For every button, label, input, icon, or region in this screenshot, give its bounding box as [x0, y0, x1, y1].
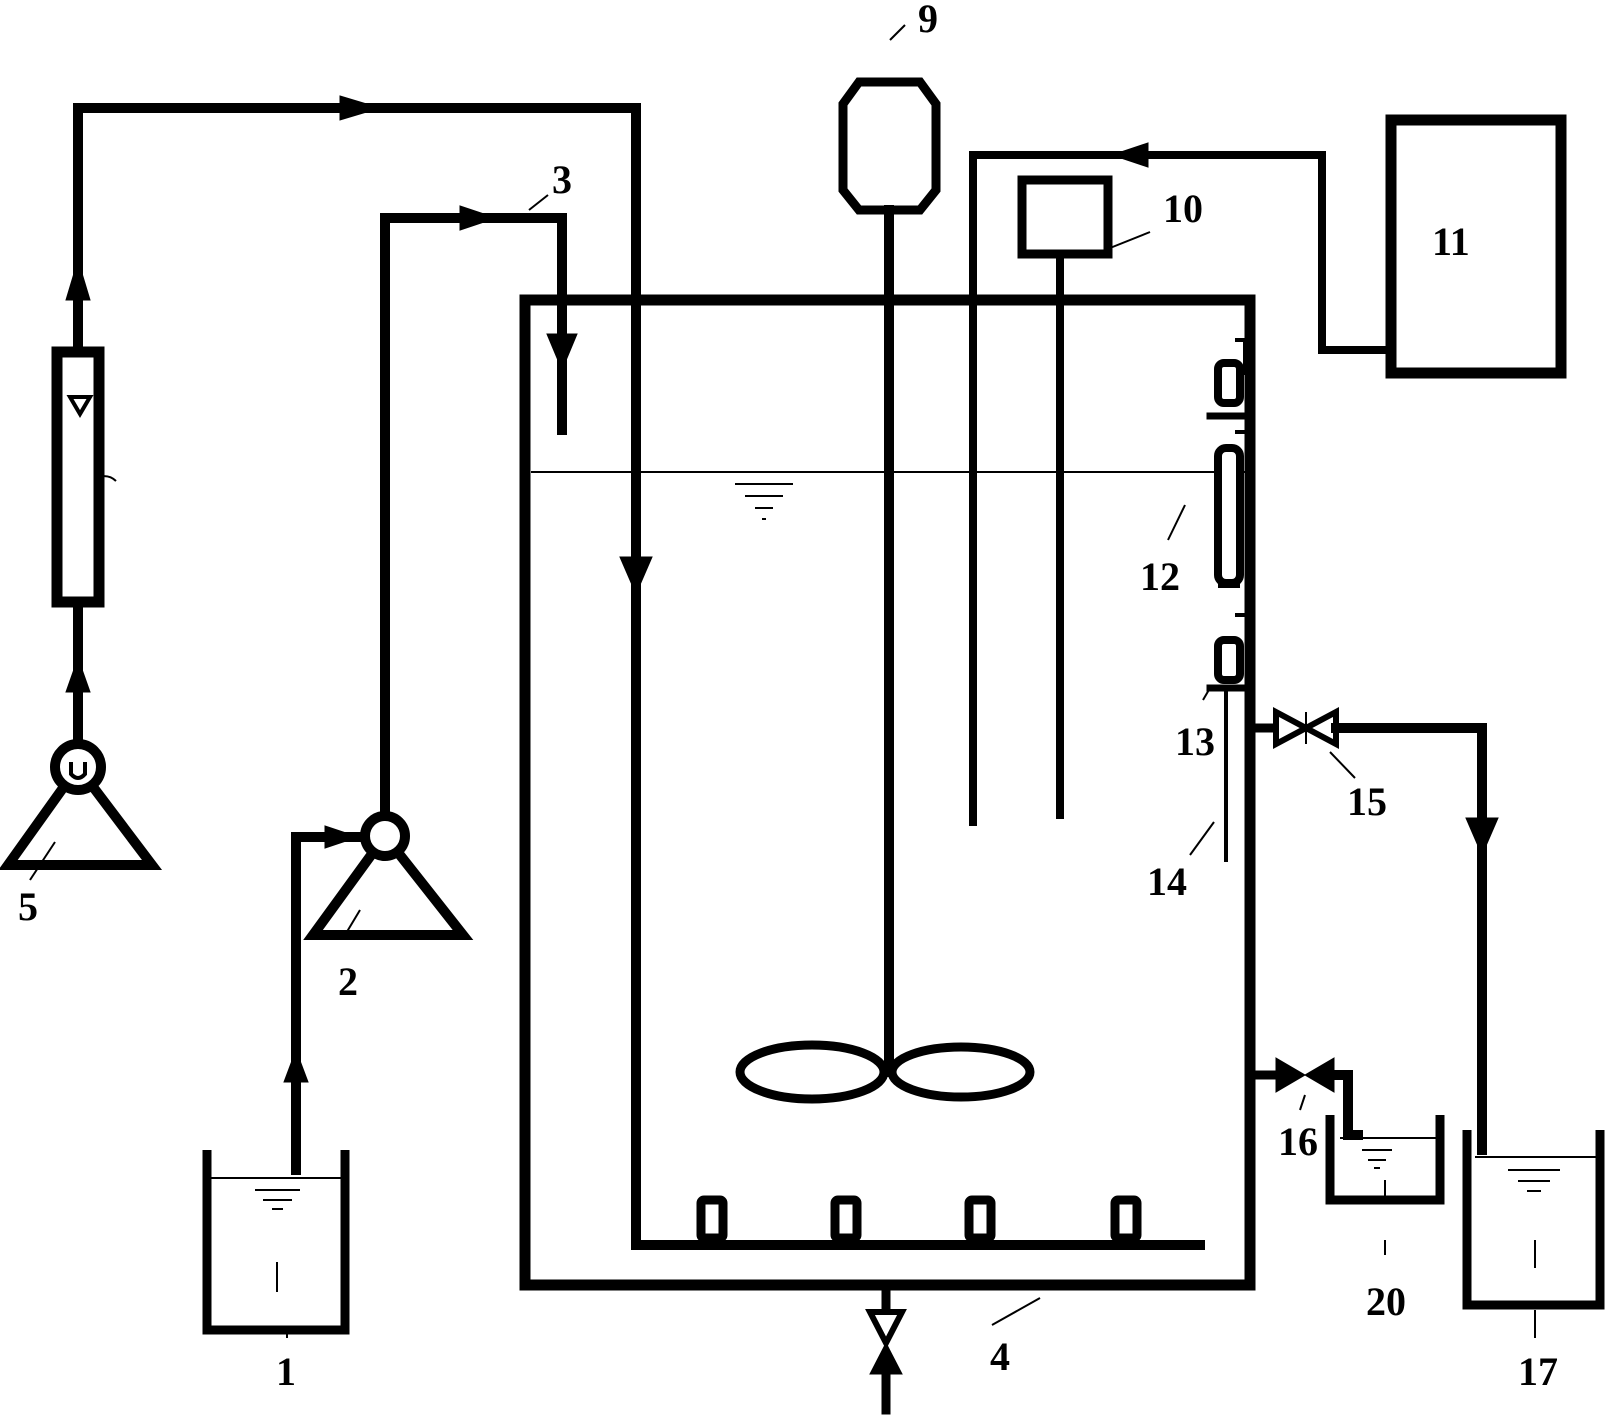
feed-line-arrow-up	[283, 1048, 309, 1083]
stirrer-motor	[838, 77, 941, 215]
air-line-arrow-down	[619, 556, 653, 596]
label-controller-box: 10	[1163, 186, 1203, 231]
effluent-tank-20	[1325, 1115, 1445, 1205]
feed-line-arrow-right-1	[324, 825, 360, 849]
air-diffuser	[631, 1195, 1205, 1250]
sensor-13-body	[1214, 636, 1244, 684]
label-valve-16: 16	[1278, 1119, 1318, 1164]
label-sensor-13: 13	[1175, 719, 1215, 764]
air-flowmeter	[51, 346, 117, 608]
label-valve-15: 15	[1347, 779, 1387, 824]
drain-valve	[865, 1285, 907, 1415]
label-feed-tank: 1	[276, 1349, 296, 1394]
valve-16	[1245, 1057, 1363, 1140]
feed-line-arrow-down	[546, 333, 578, 372]
stirrer-assembly	[735, 77, 1035, 1104]
reactor-water-level-symbol	[735, 483, 793, 520]
feed-tank	[202, 1150, 350, 1335]
label-effluent-tank-20: 20	[1366, 1279, 1406, 1324]
leader-lines	[29, 24, 1536, 1338]
label-feed-pipe: 3	[552, 157, 572, 202]
label-control-unit: 11	[1432, 219, 1470, 264]
air-line-arrow-up-2	[65, 258, 91, 301]
feed-line	[283, 205, 578, 1175]
stirrer-impeller-right	[887, 1042, 1035, 1102]
flowmeter-float-icon	[66, 395, 94, 418]
control-unit	[969, 114, 1567, 826]
feed-line-arrow-right-2	[459, 205, 498, 231]
label-stirrer-motor: 9	[918, 0, 938, 41]
label-air-pump: 5	[18, 884, 38, 929]
valve-15	[1245, 707, 1339, 749]
air-line	[65, 95, 653, 1250]
overflow-line-arrow-down	[1465, 817, 1499, 857]
label-feed-pump: 2	[338, 959, 358, 1004]
air-pump	[0, 739, 163, 870]
stirrer-impeller-left	[735, 1040, 889, 1104]
controller-box	[1017, 175, 1113, 819]
component-labels: 1 2 3 4 5 9 10 11 12 13 14 15 16 20 17	[18, 0, 1558, 1394]
label-probe-14: 14	[1147, 859, 1187, 904]
wall-sensors	[1206, 338, 1250, 862]
signal-line-arrow-left	[1110, 142, 1149, 168]
air-line-arrow-up-1	[65, 656, 91, 693]
overflow-line	[1331, 723, 1499, 1155]
sensor-12-body	[1214, 444, 1244, 587]
label-sensor-12: 12	[1140, 554, 1180, 599]
effluent-tank-17	[1462, 1130, 1605, 1310]
label-reactor: 4	[990, 1334, 1010, 1379]
label-effluent-tank-17: 17	[1518, 1349, 1558, 1394]
air-line-arrow-right	[339, 95, 382, 121]
